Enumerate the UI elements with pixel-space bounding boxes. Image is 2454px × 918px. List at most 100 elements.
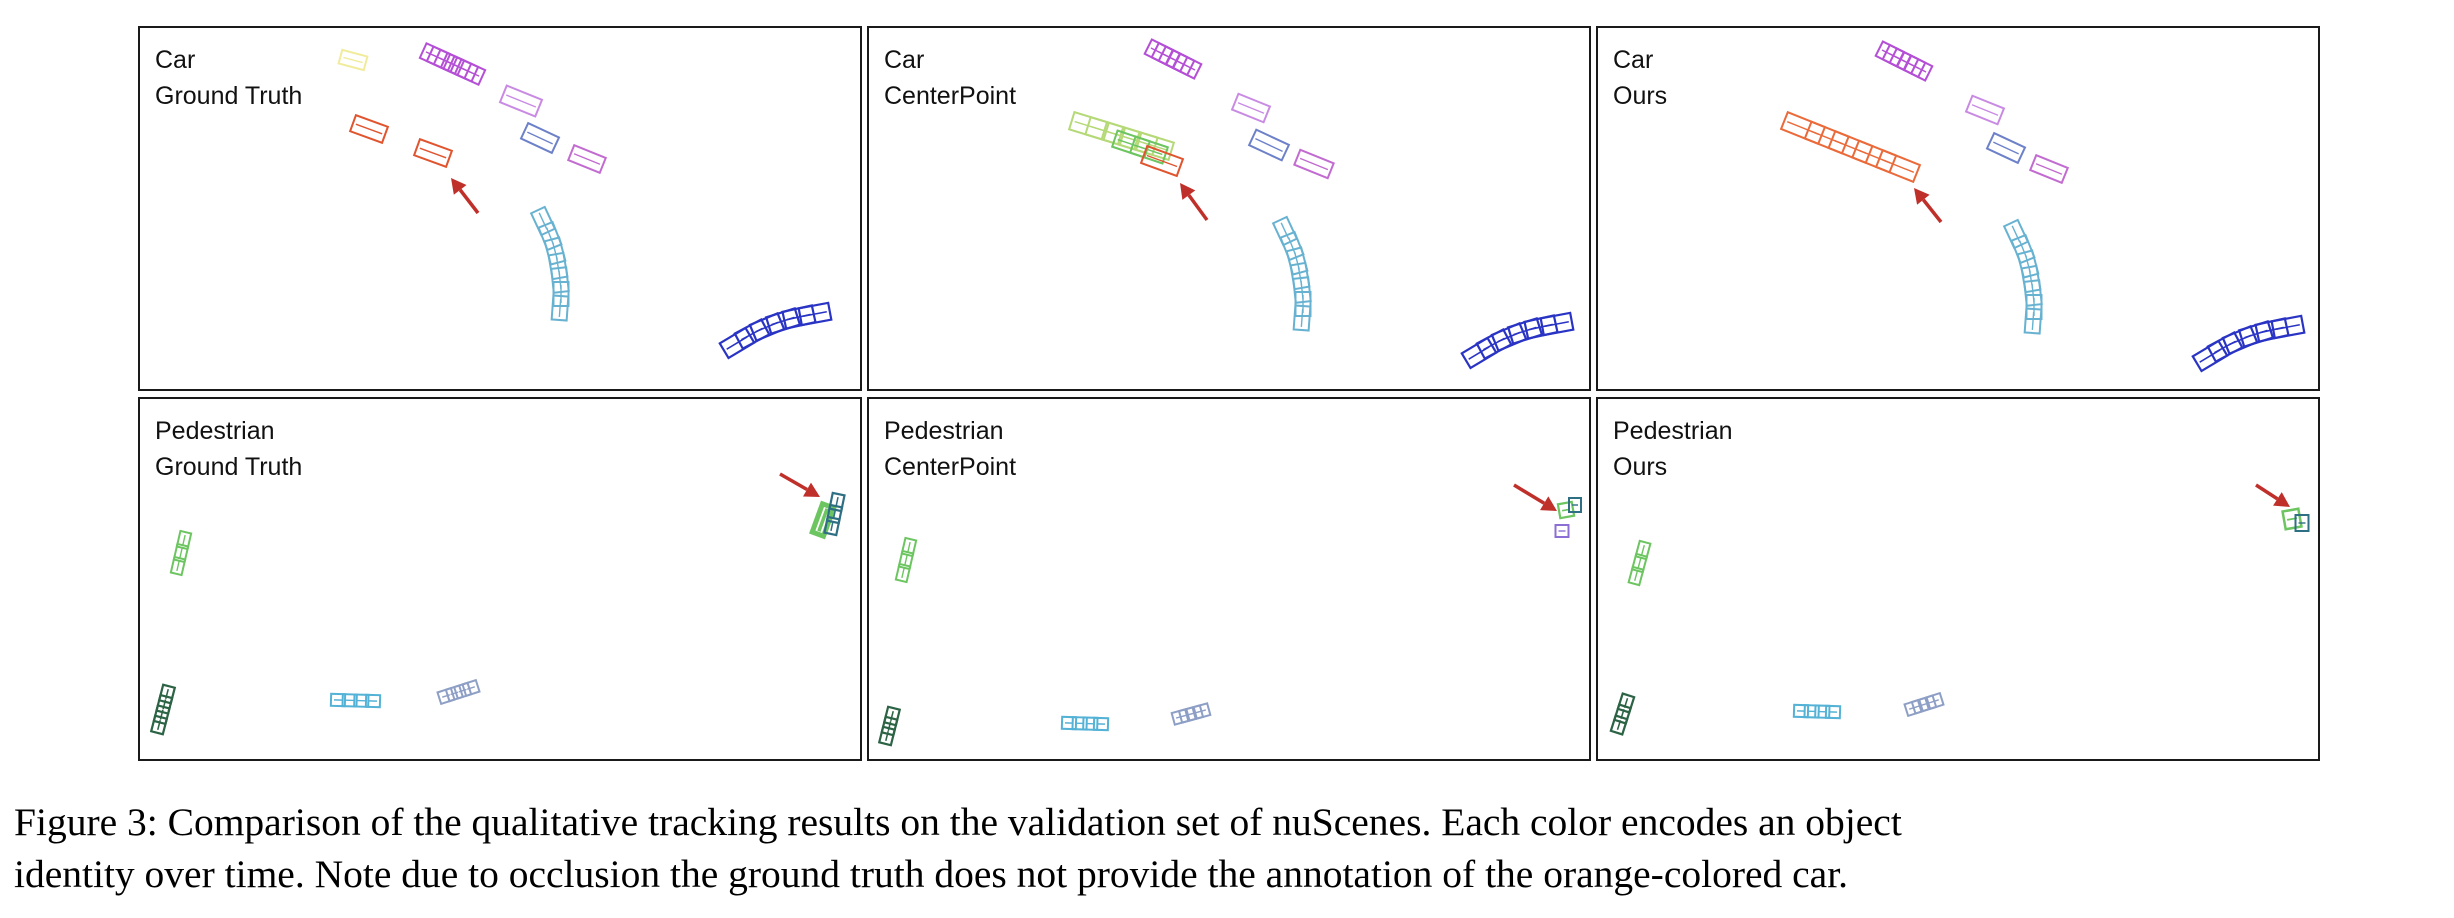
car-track-steel-blue	[1985, 131, 2027, 165]
red-arrow-icon	[1513, 483, 1557, 511]
track-canvas	[337, 41, 833, 360]
track-canvas	[1779, 40, 2306, 373]
pedestrian-track-slate	[461, 678, 481, 698]
red-arrow-icon	[779, 472, 820, 497]
panel-category: Pedestrian	[1613, 417, 1733, 445]
car-track-light-green	[1132, 130, 1176, 162]
car-track-magenta	[1171, 52, 1203, 80]
pedestrian-track-green	[894, 562, 912, 584]
car-track-steel-blue	[1247, 128, 1291, 162]
panel-method: CenterPoint	[884, 82, 1017, 110]
car-track-light-blue	[1279, 230, 1305, 262]
car-track-light-blue	[2002, 218, 2030, 250]
car-track-light-blue	[1292, 304, 1312, 332]
panel-method: Ours	[1613, 453, 1668, 481]
car-track-orange	[1827, 129, 1874, 165]
pedestrian-track-green	[175, 529, 193, 551]
pedestrian-track-dark-green	[1609, 714, 1629, 736]
car-track-light-blue	[2016, 249, 2040, 279]
panel-category: Pedestrian	[884, 417, 1004, 445]
pedestrian-track-cyan	[1792, 703, 1810, 719]
track-canvas	[877, 483, 1582, 747]
pedestrian-track-green	[1630, 552, 1649, 574]
pedestrian-track-teal	[1568, 497, 1582, 513]
car-track-orange	[1803, 120, 1850, 155]
car-track-light-blue	[529, 205, 557, 237]
car-track-yellow	[337, 48, 369, 72]
pedestrian-track-cyan	[1803, 704, 1820, 719]
car-track-light-blue	[2023, 307, 2043, 335]
pedestrian-track-teal	[823, 515, 841, 537]
car-track-dark-blue	[1539, 311, 1575, 337]
pedestrian-track-teal	[2294, 514, 2310, 532]
panel-car-ours: Car Ours	[1596, 26, 2320, 391]
pedestrian-track-cyan	[1071, 716, 1088, 731]
panel-category: Pedestrian	[155, 417, 275, 445]
car-track-dark-blue	[797, 301, 833, 327]
pedestrian-track-slate	[1192, 702, 1212, 720]
car-track-lavender	[498, 84, 544, 118]
car-track-green	[1128, 135, 1170, 165]
red-arrow-icon	[1914, 188, 1943, 224]
panel-method: CenterPoint	[884, 453, 1017, 481]
panel-label: Car CenterPoint	[884, 42, 1016, 114]
car-track-lavender	[1964, 94, 2006, 126]
caption-line-2: identity over time. Note due to occlusio…	[14, 852, 1849, 896]
pedestrian-track-purple	[1554, 524, 1570, 538]
car-track-light-blue	[550, 294, 570, 322]
red-arrow-icon	[1180, 183, 1209, 222]
red-arrow-icon	[451, 178, 480, 215]
pedestrian-track-green	[172, 542, 190, 564]
car-track-magenta	[453, 57, 487, 87]
car-track-steel-blue	[519, 121, 561, 155]
car-track-orange-red	[348, 113, 390, 145]
car-track-orange	[1851, 139, 1898, 174]
pedestrian-track-cyan	[1092, 716, 1110, 732]
car-track-orange	[1779, 110, 1827, 146]
panel-category: Car	[884, 46, 925, 74]
red-arrow-icon	[2255, 483, 2290, 507]
car-track-orchid	[1293, 148, 1335, 180]
pedestrian-track-green	[2281, 507, 2303, 531]
pedestrian-track-green	[897, 549, 915, 571]
pedestrian-track-cyan	[1814, 704, 1831, 719]
pedestrian-track-green	[1634, 539, 1652, 561]
panel-pedestrian-centerpoint: Pedestrian CenterPoint	[867, 397, 1591, 761]
panel-category: Car	[1613, 46, 1654, 74]
pedestrian-track-green	[1556, 500, 1576, 520]
car-track-light-blue	[1271, 215, 1299, 247]
car-track-light-blue	[543, 236, 567, 266]
panel-pedestrian-ours: Pedestrian Ours	[1596, 397, 2320, 761]
track-canvas	[149, 472, 846, 736]
pedestrian-track-cyan	[329, 692, 347, 708]
pedestrian-track-green	[169, 555, 187, 577]
panel-label: Pedestrian Ground Truth	[155, 413, 302, 485]
pedestrian-track-dark-green	[1612, 703, 1633, 725]
track-canvas	[1067, 38, 1575, 370]
car-track-orange	[1874, 148, 1922, 184]
pedestrian-track-dark-green	[149, 714, 169, 736]
car-track-orchid	[2028, 153, 2070, 185]
panel-car-ground-truth: Car Ground Truth	[138, 26, 862, 391]
panel-pedestrian-ground-truth: Pedestrian Ground Truth	[138, 397, 862, 761]
car-track-light-blue	[2010, 233, 2036, 265]
panel-label: Pedestrian CenterPoint	[884, 413, 1016, 485]
panel-category: Car	[155, 46, 196, 74]
panel-method: Ground Truth	[155, 82, 303, 110]
pedestrian-track-dark-green	[877, 725, 897, 747]
car-track-dark-blue	[2270, 314, 2306, 340]
pedestrian-track-cyan	[1824, 704, 1842, 720]
panel-label: Car Ground Truth	[155, 42, 302, 114]
car-track-light-blue	[1285, 246, 1309, 276]
pedestrian-track-cyan	[1060, 715, 1078, 731]
car-track-lavender	[1230, 92, 1272, 124]
pedestrian-track-dark-green	[1616, 692, 1636, 714]
caption-line-1: Figure 3: Comparison of the qualitative …	[14, 800, 1902, 844]
panel-car-centerpoint: Car CenterPoint	[867, 26, 1591, 391]
figure-caption: Figure 3: Comparison of the qualitative …	[14, 796, 2446, 900]
car-track-orchid	[566, 143, 608, 175]
panel-label: Pedestrian Ours	[1613, 413, 1733, 485]
track-canvas	[1609, 483, 2310, 736]
pedestrian-track-green	[1627, 565, 1645, 587]
